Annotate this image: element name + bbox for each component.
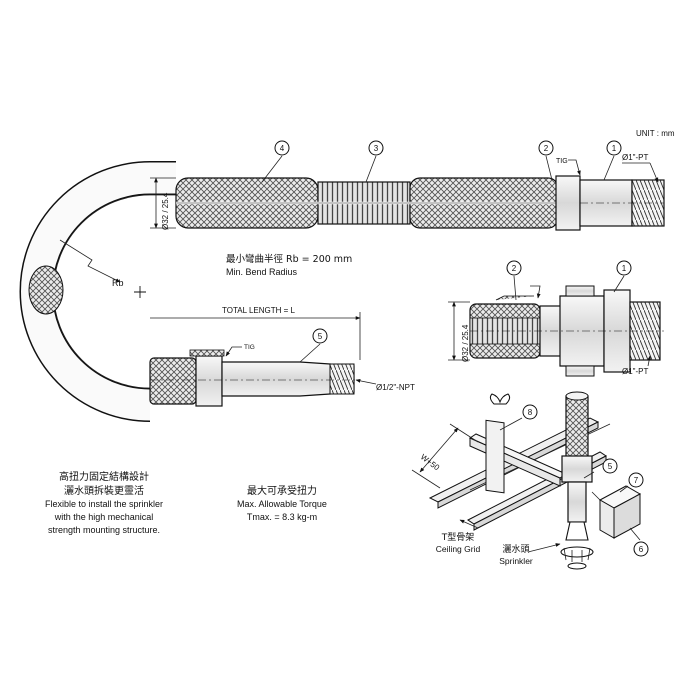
- callout-4-top: 4: [274, 140, 290, 156]
- top-hose-assembly: Ø32 / 25.4 TIG Ø1"-PT: [150, 153, 665, 231]
- right-diameter-label: Ø32 / 25.4: [461, 324, 470, 362]
- lower-hose-end: TOTAL LENGTH = L TIG Ø1/2"-NPT: [149, 306, 415, 407]
- total-length-label: TOTAL LENGTH = L: [222, 306, 296, 315]
- svg-text:T型骨架: T型骨架: [441, 532, 475, 543]
- svg-text:7: 7: [634, 476, 639, 485]
- callout-5-lower: 5: [312, 328, 328, 344]
- npt-thread-label: Ø1/2"-NPT: [376, 383, 415, 392]
- lower-braid: [149, 357, 197, 405]
- bend-section-braid: [28, 265, 64, 315]
- sprinkler-label: 灑水頭 Sprinkler: [499, 543, 533, 566]
- svg-text:2: 2: [512, 264, 517, 273]
- callout-3-top: 3: [368, 140, 384, 156]
- unit-label: UNIT : mm: [636, 129, 675, 138]
- svg-text:1: 1: [612, 144, 617, 153]
- u-bend-hose: Rb: [19, 161, 176, 422]
- callout-1-top: 1: [606, 140, 622, 156]
- svg-text:最大可承受扭力: 最大可承受扭力: [247, 484, 317, 497]
- svg-text:5: 5: [608, 462, 613, 471]
- description-left: 高扭力固定結構設計 灑水頭拆裝更靈活 Flexible to install t…: [45, 470, 163, 535]
- callout-7-install: 7: [628, 472, 644, 488]
- right-section-view: Ø32 / 25.4 Ø1"-PT: [448, 275, 664, 377]
- drop-hose: [565, 395, 589, 459]
- npt-thread: [329, 363, 355, 395]
- description-mid: 最大可承受扭力 Max. Allowable Torque Tmax. = 8.…: [237, 484, 327, 522]
- svg-text:灑水頭: 灑水頭: [502, 543, 529, 555]
- drop-reducer: [561, 455, 593, 483]
- svg-text:5: 5: [318, 332, 323, 341]
- callout-5-install: 5: [602, 458, 618, 474]
- svg-text:高扭力固定結構設計: 高扭力固定結構設計: [59, 470, 149, 483]
- svg-text:1: 1: [622, 264, 627, 273]
- svg-text:Sprinkler: Sprinkler: [499, 556, 533, 566]
- svg-text:2: 2: [544, 144, 549, 153]
- top-thread-label: Ø1"-PT: [622, 153, 649, 162]
- bend-center-mark: [134, 286, 146, 298]
- svg-text:6: 6: [639, 545, 644, 554]
- callout-1-right: 1: [616, 260, 632, 276]
- svg-text:Tmax. = 8.3 kg-m: Tmax. = 8.3 kg-m: [247, 512, 317, 522]
- svg-text:Flexible to install the sprink: Flexible to install the sprinkler: [45, 499, 163, 509]
- right-thread-label: Ø1"-PT: [622, 367, 649, 376]
- svg-text:Max. Allowable Torque: Max. Allowable Torque: [237, 499, 327, 509]
- top-diameter-label: Ø32 / 25.4: [161, 192, 170, 230]
- svg-text:strength mounting structure.: strength mounting structure.: [48, 525, 160, 535]
- callout-8-install: 8: [522, 404, 538, 420]
- ceiling-grid-label: T型骨架 Ceiling Grid: [436, 532, 481, 554]
- svg-text:4: 4: [280, 144, 285, 153]
- installation-view: W+50: [411, 391, 642, 570]
- ferrule: [555, 175, 581, 231]
- bend-radius-zh: 最小彎曲半徑 Rb = 200 mm: [226, 253, 352, 265]
- svg-text:灑水頭拆裝更靈活: 灑水頭拆裝更靈活: [64, 484, 144, 497]
- lower-tig-label: TIG: [244, 344, 255, 351]
- svg-text:Ceiling Grid: Ceiling Grid: [436, 544, 481, 554]
- callout-2-top: 2: [538, 140, 554, 156]
- callout-6-install: 6: [633, 541, 649, 557]
- svg-text:3: 3: [374, 144, 379, 153]
- callout-2-right: 2: [506, 260, 522, 276]
- top-tig-label: TIG: [556, 158, 568, 165]
- sprinkler-head: [565, 521, 589, 541]
- lower-ferrule: [195, 355, 223, 407]
- wing-nut: [489, 393, 511, 405]
- bend-radius-en: Min. Bend Radius: [226, 267, 298, 277]
- bend-radius-label: Rb: [112, 278, 124, 288]
- svg-text:with the high mechanical: with the high mechanical: [54, 512, 154, 522]
- svg-text:8: 8: [528, 408, 533, 417]
